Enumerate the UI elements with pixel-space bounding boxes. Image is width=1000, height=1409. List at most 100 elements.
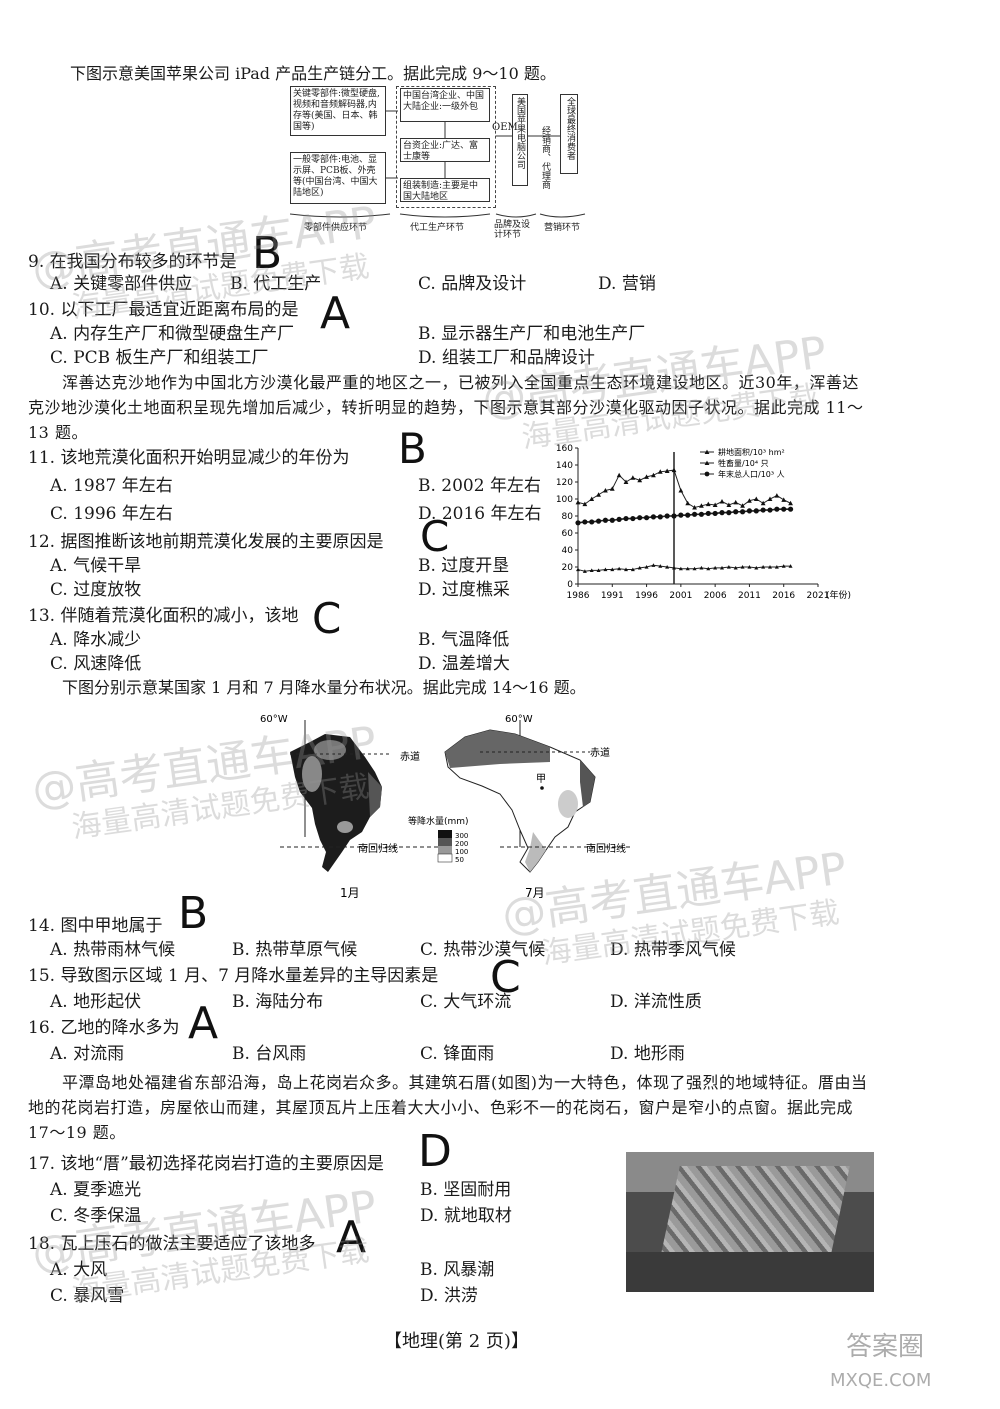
q10-stem: 10. 以下工厂最适宜近距离布局的是 [28, 300, 299, 320]
q13-stem: 13. 伴随着荒漠化面积的减小，该地 [28, 606, 299, 626]
series-point-2 [705, 501, 711, 507]
series-point-2 [781, 497, 787, 502]
q14-stem: 14. 图中甲地属于 [28, 916, 163, 936]
series-point-2 [651, 472, 656, 478]
handwritten-answer-10: A [320, 288, 351, 339]
series-point-3 [739, 509, 746, 515]
handwritten-answer-16: A [188, 998, 219, 1049]
rain-intro: 下图分别示意某国家 1 月和 7 月降水量分布状况。据此完成 14～16 题。 [62, 678, 586, 697]
q10-option-c: C. PCB 板生产厂和组装工厂 [50, 348, 269, 368]
q15-option-a: A. 地形起伏 [50, 992, 142, 1012]
series-point-3 [712, 510, 718, 517]
q14-option-d: D. 热带季风气候 [610, 940, 736, 960]
series-point-1 [781, 564, 786, 568]
series-point-1 [630, 567, 635, 572]
series-point-1 [665, 565, 670, 569]
x-tick-label: 2016 [772, 591, 795, 601]
series-point-2 [637, 477, 643, 483]
x-tick-label: 2001 [669, 591, 692, 601]
legend-label-2: 牲畜量/10⁴ 只 [718, 458, 769, 468]
q15-option-b: B. 海陆分布 [232, 992, 324, 1012]
series-point-2 [596, 492, 601, 497]
x-tick-label: 1996 [635, 591, 658, 601]
series-point-2 [685, 500, 691, 506]
y-tick-label: 40 [562, 546, 574, 556]
q18-option-b: B. 风暴潮 [420, 1260, 495, 1280]
series-point-1 [706, 566, 711, 571]
q16-option-b: B. 台风雨 [232, 1044, 307, 1064]
series-point-2 [678, 488, 684, 493]
legend-marker-1 [704, 449, 710, 454]
series-point-2 [699, 503, 704, 508]
series-point-3 [787, 506, 794, 512]
page-footer: 【地理(第 2 页)】 [384, 1331, 529, 1352]
handwritten-answer-17: D [418, 1126, 452, 1177]
q13-option-d: D. 温差增大 [418, 654, 510, 674]
jan-lon-label: 60°W [260, 714, 288, 725]
legend-marker-3 [704, 471, 710, 477]
series-point-3 [678, 512, 684, 518]
series-line-1 [577, 564, 791, 572]
legend-300: 300 [455, 832, 468, 840]
series-point-2 [657, 469, 663, 474]
series-point-1 [658, 564, 663, 568]
series-point-3 [602, 517, 609, 523]
series-point-2 [747, 498, 752, 503]
q17-stem: 17. 该地“厝”最初选择花岗岩打造的主要原因是 [28, 1154, 384, 1174]
y-tick-label: 20 [562, 563, 574, 573]
q10-option-d: D. 组装工厂和品牌设计 [418, 348, 595, 368]
q15-option-d: D. 洋流性质 [610, 992, 702, 1012]
legend-title: 等降水量(mm) [408, 815, 469, 827]
q12-option-a: A. 气候干旱 [50, 556, 142, 576]
box-assembly: 组装制造:主要是中国大陆地区 [400, 178, 490, 202]
q15-stem: 15. 导致图示区域 1 月、7 月降水量差异的主导因素是 [28, 966, 439, 986]
series-point-1 [603, 567, 608, 572]
x-tick-label: 2011 [738, 591, 761, 601]
jul-lon-label: 60°W [505, 714, 533, 725]
series-point-1 [754, 565, 759, 570]
q17-option-d: D. 就地取材 [420, 1206, 512, 1226]
series-point-3 [575, 520, 581, 526]
x-tick-label: 1991 [601, 591, 624, 601]
q18-option-a: A. 大风 [50, 1260, 108, 1280]
series-point-1 [672, 565, 676, 570]
q16-option-c: C. 锋面雨 [420, 1044, 495, 1064]
series-point-1 [678, 566, 683, 571]
box-general-parts: 一般零部件:电池、显示屏、PCB板、外壳等(中国台湾、中国大陆地区) [290, 152, 386, 204]
series-point-3 [719, 510, 725, 516]
q18-option-d: D. 洪涝 [420, 1286, 478, 1306]
legend-label-3: 年末总人口/10³ 人 [718, 469, 785, 479]
series-point-1 [624, 567, 628, 572]
q13-option-a: A. 降水减少 [50, 630, 142, 650]
stage-marketing: 营销环节 [544, 223, 581, 233]
q16-option-d: D. 地形雨 [610, 1044, 685, 1064]
q17-option-c: C. 冬季保温 [50, 1206, 142, 1226]
x-tick-label: 2021 [807, 591, 830, 601]
series-point-3 [595, 518, 602, 524]
series-point-2 [589, 496, 595, 501]
q10-option-b: B. 显示器生产厂和电池生产厂 [418, 324, 646, 344]
series-point-1 [726, 565, 731, 569]
series-point-2 [616, 472, 622, 478]
q13-option-b: B. 气温降低 [418, 630, 510, 650]
series-point-2 [671, 467, 677, 473]
series-point-1 [617, 566, 622, 571]
handwritten-answer-9: B [252, 228, 283, 279]
series-point-1 [713, 565, 718, 570]
series-point-2 [719, 499, 725, 504]
handwritten-answer-13: C [312, 594, 342, 643]
agent-label: 经销商、代理商 [540, 126, 550, 189]
series-point-3 [657, 514, 663, 520]
q11-option-a: A. 1987 年左右 [50, 476, 173, 496]
series-point-3 [664, 513, 670, 519]
q9-option-a: A. 关键零部件供应 [50, 274, 193, 294]
series-point-2 [788, 500, 793, 506]
series-point-2 [767, 496, 773, 501]
q17-option-b: B. 坚固耐用 [420, 1180, 512, 1200]
box-consumer: 全球最终消费者 [560, 94, 578, 174]
box-outsource: 中国台湾企业、中国大陆企业:一级外包 [400, 88, 490, 122]
logo-watermark: 答案圈 [846, 1332, 925, 1362]
house-intro: 平潭岛地处福建省东部沿海，岛上花岗岩众多。其建筑石厝(如图)为一大特色，体现了强… [28, 1073, 868, 1142]
series-point-3 [774, 506, 780, 512]
